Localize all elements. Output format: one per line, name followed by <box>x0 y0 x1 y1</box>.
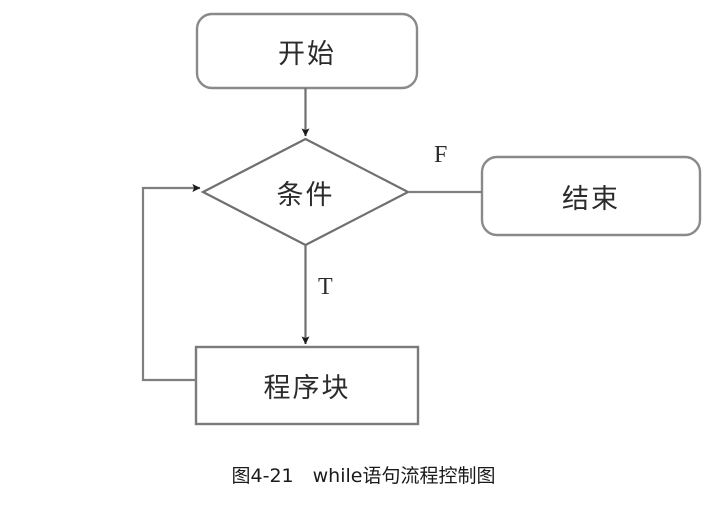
edge-body-loop-back <box>141 184 201 382</box>
figure-caption: 图4-21 while语句流程控制图 <box>231 465 496 487</box>
node-body-shape <box>194 345 420 426</box>
node-start-shape <box>195 12 419 90</box>
node-condition-shape <box>200 137 411 247</box>
node-end-shape <box>480 155 702 237</box>
